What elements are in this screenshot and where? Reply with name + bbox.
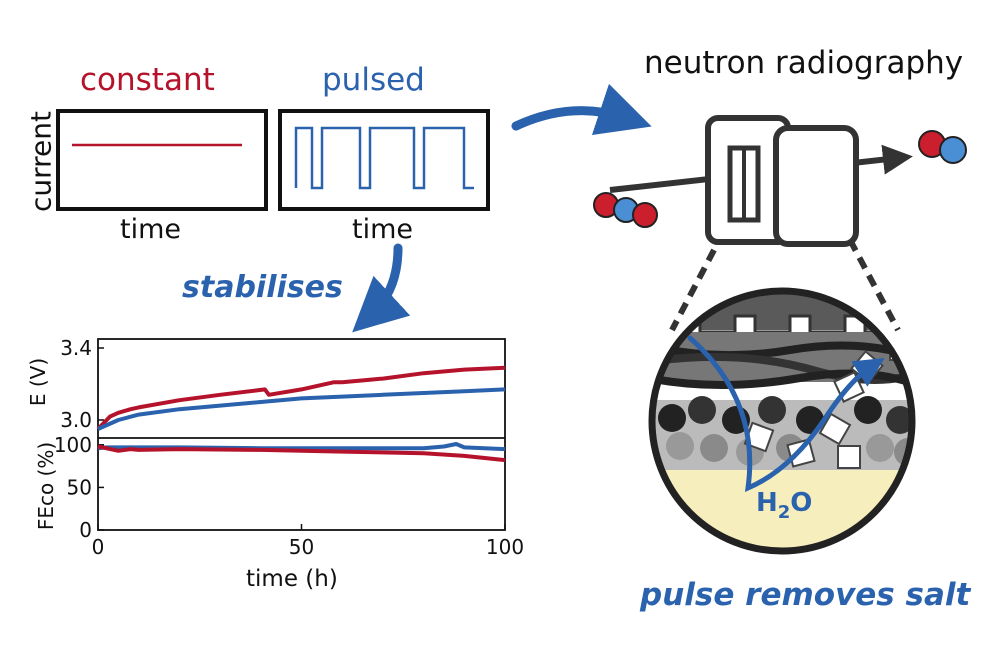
x-tick-label: 50 (289, 535, 314, 559)
chart-lines (96, 365, 506, 463)
co2-molecule-icon (593, 192, 658, 228)
y-tick-label: 3.0 (60, 408, 92, 432)
arrow-to-radiography (511, 83, 652, 136)
series-line-0-1 (97, 387, 506, 431)
electrochemical-cell-icon (609, 115, 913, 332)
pulse-removes-salt-caption: pulse removes salt (640, 577, 971, 613)
stabilises-label: stabilises (182, 270, 343, 305)
series-line-1-0 (97, 442, 506, 452)
constant-current-panel (56, 109, 268, 211)
fe-axis-label: FEco (%) (34, 441, 58, 531)
constant-label: constant (80, 62, 215, 98)
time-label-pulsed: time (352, 214, 414, 245)
series-line-1-1 (97, 444, 506, 463)
magnified-gas-diffusion-electrode (652, 291, 912, 551)
time-h-axis-label: time (h) (246, 566, 338, 592)
magnifier-ring (648, 287, 916, 555)
stabilises-arrow (352, 243, 411, 333)
y-tick-label: 0 (79, 518, 92, 542)
x-tick-label: 0 (92, 535, 105, 559)
e-axis-label: E (V) (26, 357, 50, 407)
pulsed-current-wave (294, 126, 474, 190)
y-tick-label: 3.4 (60, 336, 92, 360)
neutron-radiography-title: neutron radiography (644, 45, 964, 81)
co-molecule-icon (918, 130, 967, 164)
series-line-0-0 (96, 365, 506, 431)
h2o-label: H2O (756, 488, 812, 523)
chart-frame (97, 338, 506, 531)
x-tick-label: 100 (486, 535, 524, 559)
pulsed-current-panel (278, 109, 490, 211)
y-tick-label: 100 (54, 433, 92, 457)
water-path-arrow (687, 335, 885, 493)
y-tick-label: 50 (67, 475, 92, 499)
time-label-constant: time (120, 214, 182, 245)
pulsed-label: pulsed (322, 62, 425, 98)
